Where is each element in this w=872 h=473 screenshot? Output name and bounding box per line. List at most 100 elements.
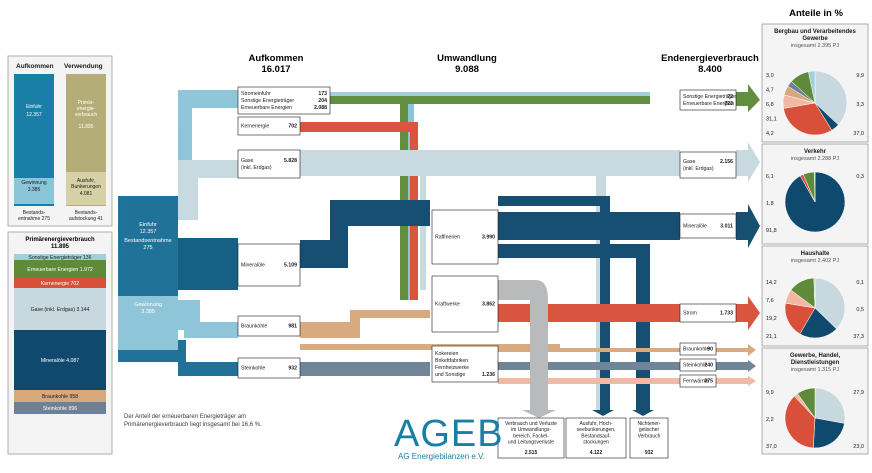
final-box-value: 90 [707, 347, 713, 353]
aufkommen-header-value: 16.017 [261, 64, 290, 75]
pie-title: Gewerbe, Handel, [790, 353, 841, 359]
pie-label: 27,9 [853, 390, 864, 396]
final-box-value: 375 [704, 379, 713, 385]
aufkommen-header: Aufkommen [249, 53, 304, 64]
arrow-steinkohle [748, 360, 756, 372]
pie-slice [797, 387, 816, 419]
column-headers: Aufkommen 16.017 Umwandlung 9.088 Endene… [249, 8, 844, 75]
loss-box-frame [497, 417, 565, 459]
pie-label: 31,1 [766, 117, 777, 123]
source-box-value: 173 [318, 91, 327, 97]
final-box-label: Erneuerbare Energien [683, 101, 734, 107]
pev-segment [14, 390, 106, 402]
pie-total: insgesamt 2.402 PJ [791, 258, 840, 264]
final-box-label: Sonstige Energieträger [683, 94, 736, 100]
flow-oil-raffinerie [300, 200, 430, 268]
source-box-value: 5.109 [284, 263, 297, 269]
pie-title: Dienstleistungen [791, 360, 840, 366]
source-box-label: Steinkohle [241, 366, 265, 372]
arrow-oil [748, 204, 760, 248]
pev-segment [14, 288, 106, 330]
final-box-label: Mineralöle [683, 224, 707, 230]
pie-title: Gewerbe [802, 36, 828, 42]
pie-slice [783, 102, 833, 136]
final-box-value: 240 [704, 363, 713, 369]
logo-wordmark: AGEB [394, 413, 504, 455]
pie-slice [813, 417, 845, 449]
flow-bestandsentnahme-label: Bestandsentnahme [124, 238, 171, 244]
pie-label: 4,2 [766, 131, 774, 137]
footnote: Der Anteil der erneuerbaren Energieträge… [124, 414, 262, 428]
loss-box-label: getischer [639, 427, 660, 433]
endenergie-header-value: 8.400 [698, 64, 722, 75]
flow-braunkohle-endverbrauch [498, 348, 680, 352]
pev-panel: Primärenergieverbrauch 11.895 Sonstige E… [7, 231, 113, 455]
flow-kern [300, 122, 418, 132]
aufkommen-label: Aufkommen [16, 63, 54, 70]
pie-slice [813, 277, 816, 309]
source-box-label: Stromeinfuhr [241, 91, 271, 97]
bestandsentnahme-line-2: entnahme 275 [18, 216, 50, 222]
source-box-frame [237, 243, 301, 287]
einfuhr-bar [14, 74, 54, 178]
flow-gas-kraftwerk [420, 176, 426, 290]
source-box-value: 981 [288, 324, 297, 330]
pie-label: 37,3 [853, 334, 864, 340]
final-box-frame [679, 89, 737, 111]
pev-segment [14, 254, 106, 260]
pie-label: 0,5 [856, 307, 864, 313]
flow-steinkohle-final [498, 362, 680, 370]
pie-label: 2,2 [766, 417, 774, 423]
flow-oil-nonenergy [498, 244, 650, 410]
final-box-value: 3.011 [720, 224, 733, 230]
pie-label: 4,7 [766, 88, 774, 94]
pie-slice [784, 395, 816, 449]
source-box-frame [237, 315, 301, 337]
conversion-box-frame [431, 275, 499, 333]
pie-total: insgesamt 2.288 PJ [791, 156, 840, 162]
pev-segment-label: Gase (inkl. Erdgas) 3.144 [31, 307, 90, 313]
footnote-line-2: Primärenergieverbrauch liegt insgesamt b… [124, 422, 262, 428]
bestandsentnahme-line-1: Bestands- [23, 210, 46, 216]
supply-labels: Einfuhr 12.357 Bestandsentnahme 275 Gewi… [124, 222, 171, 315]
flow-steinkohle-in [178, 340, 238, 376]
conversion-box-value: 3.862 [482, 302, 495, 308]
loss-box-label: Ausfuhr, Hoch- [579, 421, 612, 427]
final-box: Mineralöle 3.011 [679, 213, 737, 239]
pie-title: Bergbau und Verarbeitendes [774, 29, 856, 35]
final-box-frame [679, 151, 737, 179]
pev-segment-label: Steinkohle 896 [43, 406, 77, 412]
pie-label: 3,0 [766, 73, 774, 79]
gewinnung-block [118, 296, 178, 350]
flow-gas-final [300, 150, 680, 176]
pie-panel: Gewerbe, Handel,Dienstleistungeninsgesam… [761, 347, 869, 455]
final-box-frame [679, 358, 717, 372]
source-box-frame [237, 86, 331, 115]
conversion-box-label: und Sonstige [435, 372, 465, 378]
arrow-strom [748, 296, 760, 330]
pie-label: 7,6 [766, 298, 774, 304]
loss-box-label: Bestandsauf- [581, 433, 611, 439]
losses-arrowhead [522, 410, 556, 418]
ausfuhr-bar [66, 172, 106, 205]
flow-einfuhr-label: Einfuhr [139, 222, 157, 228]
einfuhr-label: Einfuhr [26, 104, 42, 110]
loss-box-label: stockungen [583, 440, 609, 446]
flow-gewinnung-value: 3.385 [141, 309, 155, 315]
final-box-label: Braunkohle [683, 347, 709, 353]
loss-box-frame [565, 417, 627, 459]
pie-label: 23,0 [853, 444, 864, 450]
